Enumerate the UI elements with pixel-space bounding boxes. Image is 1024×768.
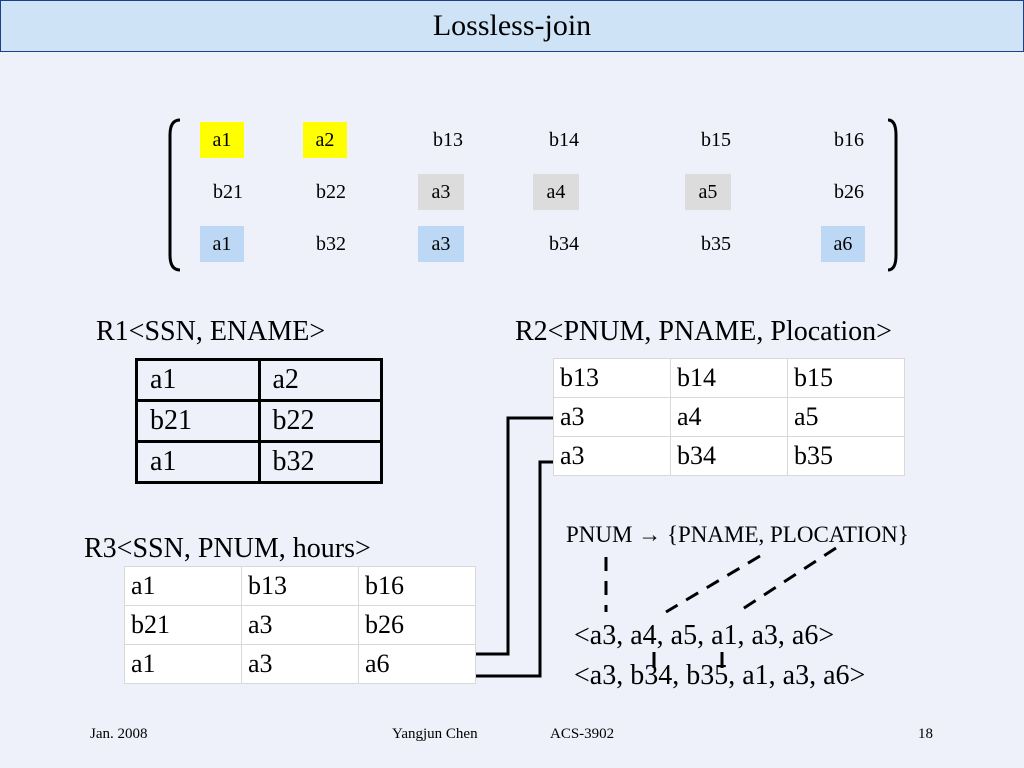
matrix-cell: b21	[213, 181, 243, 203]
table-cell: b32	[257, 440, 383, 484]
table-cell: b26	[358, 605, 476, 645]
matrix-cell: a2	[303, 122, 347, 158]
footer-author: Yangjun Chen	[392, 726, 478, 742]
table-cell: b16	[358, 566, 476, 606]
matrix-left-bracket	[168, 118, 181, 272]
footer-date: Jan. 2008	[90, 726, 148, 742]
matrix-cell: b22	[316, 181, 346, 203]
connector-line-2	[472, 460, 553, 678]
table-cell: b15	[787, 358, 905, 398]
slide-title-bar: Lossless-join	[0, 0, 1024, 52]
slide-title: Lossless-join	[432, 9, 592, 42]
table-row: a1 a3 a6	[124, 644, 476, 684]
table-cell: b35	[787, 436, 905, 476]
footer-page-number: 18	[918, 726, 933, 742]
matrix-cell: b16	[834, 129, 864, 151]
matrix-cell: a6	[821, 226, 865, 262]
fd-dash-2	[665, 554, 761, 614]
r3-heading: R3<SSN, PNUM, hours>	[84, 533, 371, 564]
table-cell: a1	[135, 440, 261, 484]
r1-table: a1 a2 b21 b22 a1 b32	[135, 358, 383, 484]
table-cell: b21	[124, 605, 242, 645]
table-cell: a5	[787, 397, 905, 437]
table-cell: a1	[135, 358, 261, 402]
table-cell: a3	[553, 397, 671, 437]
matrix-cell: b34	[549, 233, 579, 255]
table-cell: a2	[257, 358, 383, 402]
functional-dependency: PNUM → {PNAME, PLOCATION}	[566, 522, 909, 547]
table-cell: b22	[257, 399, 383, 443]
table-cell: a3	[241, 644, 359, 684]
matrix-cell: b14	[549, 129, 579, 151]
matrix-cell: b26	[834, 181, 864, 203]
table-cell: a3	[241, 605, 359, 645]
table-row: b21 b22	[135, 399, 383, 443]
table-row: a3 a4 a5	[553, 397, 905, 437]
r1-heading: R1<SSN, ENAME>	[96, 316, 326, 347]
table-row: a1 b13 b16	[124, 566, 476, 606]
table-cell: b34	[670, 436, 788, 476]
table-cell: a3	[553, 436, 671, 476]
table-row: a3 b34 b35	[553, 436, 905, 476]
matrix-cell: b32	[316, 233, 346, 255]
matrix-right-bracket	[887, 118, 898, 272]
tuple-line-2: <a3, b34, b35, a1, a3, a6>	[574, 660, 866, 691]
matrix-cell: a4	[533, 174, 579, 210]
table-cell: a1	[124, 644, 242, 684]
matrix-cell: a3	[418, 226, 464, 262]
table-cell: b21	[135, 399, 261, 443]
table-row: b21 a3 b26	[124, 605, 476, 645]
matrix-cell: b15	[701, 129, 731, 151]
r2-heading: R2<PNUM, PNAME, Plocation>	[515, 316, 892, 347]
table-cell: b14	[670, 358, 788, 398]
table-cell: a1	[124, 566, 242, 606]
table-row: a1 a2	[135, 358, 383, 402]
table-cell: b13	[553, 358, 671, 398]
r2-table: b13 b14 b15 a3 a4 a5 a3 b34 b35	[553, 358, 905, 476]
table-row: a1 b32	[135, 440, 383, 484]
matrix-cell: b13	[433, 129, 463, 151]
footer-course: ACS-3902	[550, 726, 615, 742]
table-cell: a4	[670, 397, 788, 437]
matrix-cell: a5	[685, 174, 731, 210]
matrix-cell: a1	[200, 226, 244, 262]
table-row: b13 b14 b15	[553, 358, 905, 398]
table-cell: b13	[241, 566, 359, 606]
fd-dash-3	[737, 546, 837, 614]
matrix-cell: b35	[701, 233, 731, 255]
matrix-cell: a1	[200, 122, 244, 158]
r3-table: a1 b13 b16 b21 a3 b26 a1 a3 a6	[124, 566, 476, 684]
table-cell: a6	[358, 644, 476, 684]
connector-line-1	[472, 416, 553, 656]
matrix-cell: a3	[418, 174, 464, 210]
tuple-line-1: <a3, a4, a5, a1, a3, a6>	[574, 620, 835, 651]
